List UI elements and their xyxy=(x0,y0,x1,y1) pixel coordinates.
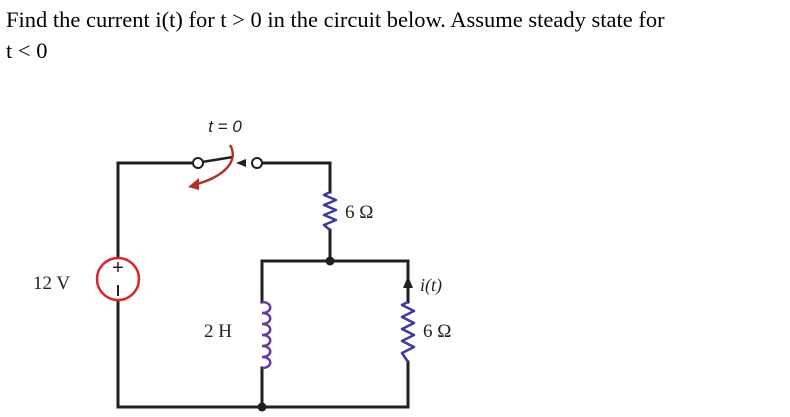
switch-blade xyxy=(201,155,234,164)
switch-label: t = 0 xyxy=(208,117,242,136)
inductor-label: 2 H xyxy=(204,321,232,342)
switch xyxy=(188,144,263,190)
resistor-right-label: 6 Ω xyxy=(423,321,451,342)
problem-statement: Find the current i(t) for t > 0 in the c… xyxy=(6,4,786,66)
current-arrow xyxy=(403,276,413,288)
problem-line-2: t < 0 xyxy=(6,38,48,63)
inductor xyxy=(261,300,272,370)
problem-line-1: Find the current i(t) for t > 0 in the c… xyxy=(6,7,665,32)
source-label: 12 V xyxy=(33,273,70,294)
resistor-right xyxy=(400,300,416,363)
resistor-top xyxy=(322,190,338,231)
switch-arrow-right-head xyxy=(236,159,246,167)
voltage-source: + xyxy=(95,256,141,302)
switch-arrowhead xyxy=(188,178,199,190)
circuit-wires xyxy=(116,161,410,409)
resistor-top-label: 6 Ω xyxy=(345,202,373,223)
node-top xyxy=(325,256,335,266)
switch-contact-right xyxy=(251,157,263,169)
switch-contact-left xyxy=(192,157,204,169)
switch-arrow xyxy=(192,144,234,187)
source-plus-sign: + xyxy=(112,257,124,279)
node-bottom xyxy=(257,402,267,412)
current-label: i(t) xyxy=(420,275,442,296)
